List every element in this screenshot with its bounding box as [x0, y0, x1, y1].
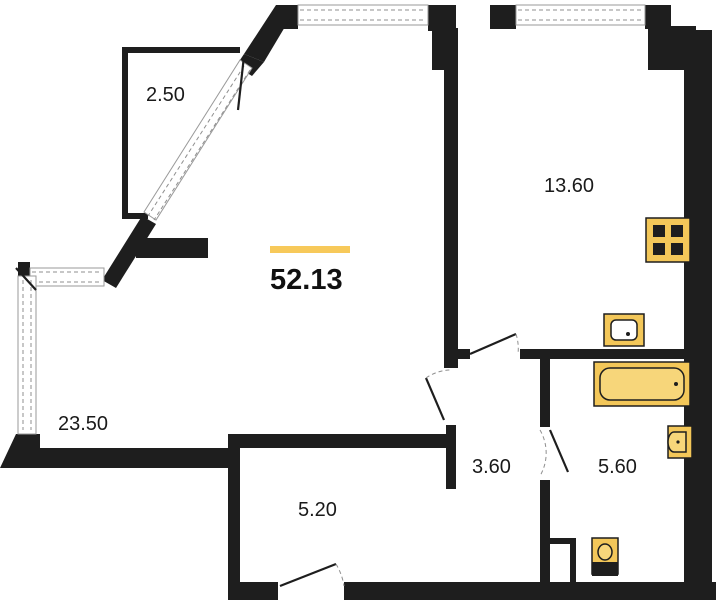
- walls: [0, 5, 716, 600]
- room-area-wc: 3.60: [472, 456, 511, 478]
- windows: [17, 4, 646, 435]
- room-area-bedroom: 13.60: [544, 175, 594, 197]
- toilet-icon: [591, 537, 619, 576]
- kitchen-sink-icon: [603, 313, 645, 347]
- bathtub-icon: [593, 361, 691, 407]
- room-area-hall: 5.20: [298, 499, 337, 521]
- total-area-accent: [270, 246, 350, 253]
- washbasin-icon: [667, 425, 693, 459]
- room-area-living: 23.50: [58, 413, 108, 435]
- room-area-balcony: 2.50: [146, 84, 185, 106]
- total-area: 52.13: [270, 264, 343, 296]
- doors: [15, 55, 570, 588]
- stove-icon: [645, 217, 691, 263]
- room-area-bathroom: 5.60: [598, 456, 637, 478]
